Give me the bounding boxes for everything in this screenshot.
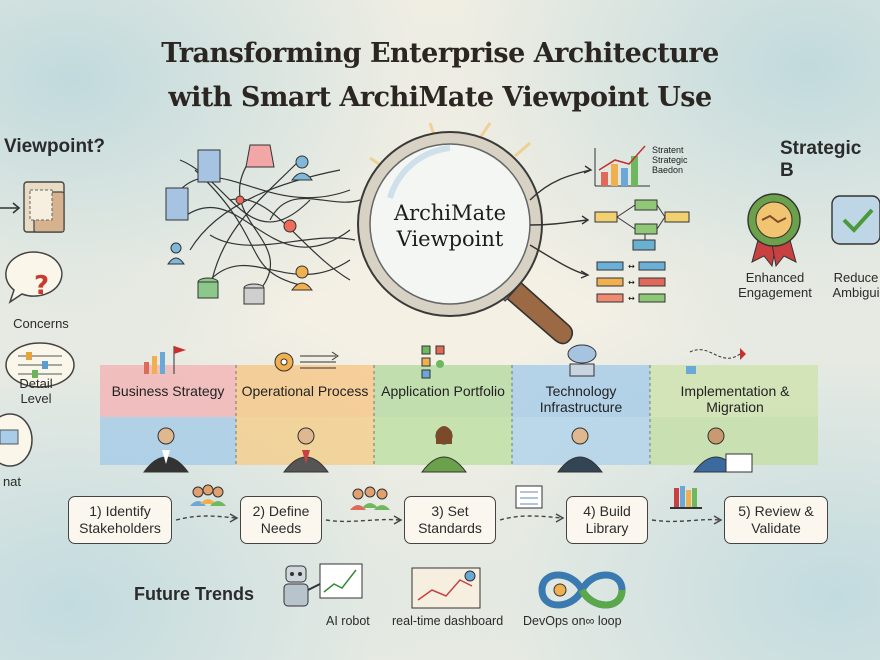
ai-robot-icon	[283, 563, 363, 607]
layer-icons	[144, 344, 746, 379]
trend-dashboard: real-time dashboard	[392, 614, 504, 628]
left-item-format: nat	[2, 474, 22, 489]
layer-band-business	[100, 365, 236, 465]
title-line-2: with Smart ArchiMate Viewpoint Use	[168, 82, 712, 113]
right-item-ambiguity: Reduce Ambigui	[832, 270, 880, 300]
layer-title-operational: Operational Process	[241, 383, 369, 399]
cloud-server-icon	[567, 344, 597, 377]
growth-chart-icon	[144, 346, 186, 374]
layer-title-implementation: Implementation & Migration	[680, 383, 790, 415]
tangled-network	[165, 144, 361, 305]
organized-views: ↔ ↔ ↔	[529, 145, 690, 303]
gear-arrows-icon	[274, 351, 339, 372]
layer-dividers	[235, 365, 651, 465]
realtime-dashboard-icon	[411, 567, 481, 609]
trend-ai-robot: AI robot	[326, 614, 370, 628]
chart-note: Stratent Strategic Baedon	[652, 145, 688, 175]
left-item-detail-level: Detail Level	[19, 376, 53, 406]
bookshelf-icon	[670, 486, 702, 509]
table-grid-icon: ↔ ↔ ↔	[596, 261, 666, 303]
layer-band-operational	[236, 365, 374, 465]
svg-text:↔: ↔	[628, 262, 635, 271]
left-panel-icons: ?	[0, 181, 75, 467]
chart-note-line-1: Stratent	[652, 145, 684, 155]
team-icon	[350, 486, 390, 510]
person-icon	[557, 427, 603, 473]
svg-text:?: ?	[34, 271, 49, 301]
checklist-icon	[515, 485, 543, 509]
layer-band-implementation	[650, 365, 818, 465]
svg-text:↔: ↔	[628, 294, 635, 303]
layer-band-technology	[512, 365, 650, 465]
step-arrows	[175, 484, 723, 525]
trend-devops-loop: DevOps on∞ loop	[523, 614, 622, 628]
question-bubble-icon: ?	[5, 251, 63, 304]
magnifying-glass-icon	[357, 122, 574, 345]
layer-title-technology: Technology Infrastructure	[539, 383, 623, 415]
chart-note-line-3: Baedon	[652, 165, 684, 175]
devops-loop-icon	[538, 571, 626, 609]
trend-icons	[283, 563, 626, 609]
step-set-standards: 3) Set Standards	[404, 496, 496, 544]
checkmark-icon	[831, 195, 880, 245]
left-item-concerns: Concerns	[13, 316, 69, 331]
person-icon	[283, 427, 329, 473]
lens-line-2: Viewpoint	[396, 227, 504, 251]
lens-line-1: ArchiMate	[393, 201, 507, 225]
right-heading: Strategic B	[780, 138, 862, 181]
migration-path-icon	[686, 348, 746, 374]
layer-title-business: Business Strategy	[111, 383, 225, 399]
stakeholders-icon	[190, 484, 226, 506]
person-icon	[421, 426, 467, 473]
svg-text:↔: ↔	[628, 278, 635, 287]
step-define-needs: 2) Define Needs	[240, 496, 322, 544]
step-build-library: 4) Build Library	[566, 496, 648, 544]
document-icon	[23, 181, 65, 233]
bar-chart-icon	[594, 145, 650, 187]
layer-band-application	[374, 365, 512, 465]
layer-title-application: Application Portfolio	[381, 383, 505, 399]
step-identify-stakeholders: 1) Identify Stakeholders	[68, 496, 172, 544]
sliders-bubble-icon	[5, 342, 75, 388]
right-item-engagement: Enhanced Engagement	[738, 270, 812, 300]
handshake-badge-icon	[747, 193, 801, 268]
title-line-1: Transforming Enterprise Architecture	[161, 38, 719, 69]
person-icon	[693, 427, 753, 473]
future-trends-heading: Future Trends	[134, 584, 255, 604]
layer-people	[143, 426, 753, 473]
lens-label: ArchiMate Viewpoint	[370, 200, 530, 252]
left-heading: Viewpoint?	[4, 136, 105, 157]
person-icon	[143, 427, 189, 473]
right-panel-icons	[747, 193, 880, 268]
app-grid-icon	[421, 345, 445, 379]
step-review-validate: 5) Review & Validate	[724, 496, 828, 544]
chart-note-line-2: Strategic	[652, 155, 688, 165]
flowchart-icon	[594, 199, 690, 251]
format-bubble-icon	[0, 413, 33, 467]
